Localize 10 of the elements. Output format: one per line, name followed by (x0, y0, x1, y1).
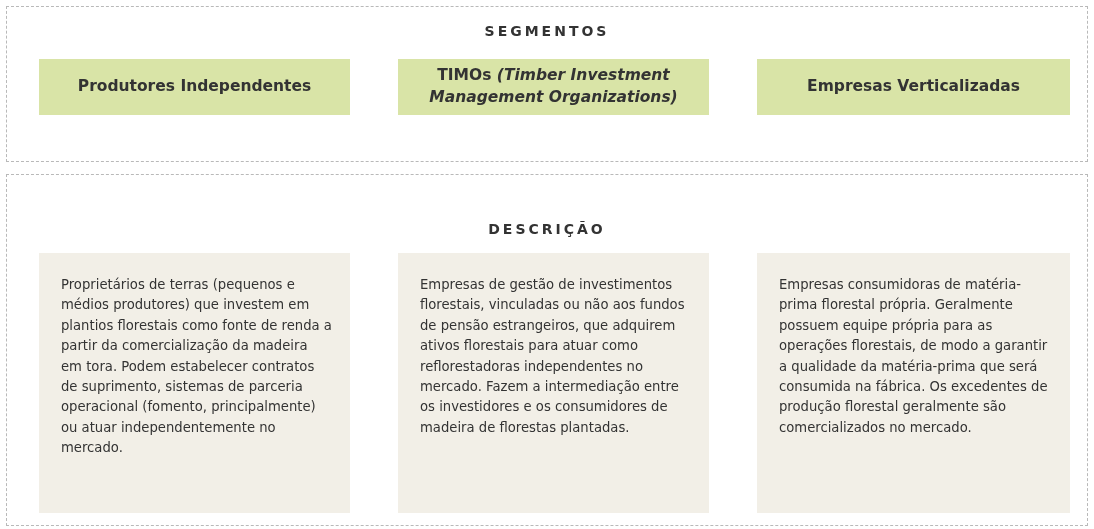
segment-box: Produtores Independentes (39, 59, 350, 115)
dashed-panel (6, 6, 1088, 162)
description-box: Empresas consumidoras de matéria-prima florestal própria. Geralmente possuem equipe própria para as operações florestais, de modo a garantir a qualidade da matéria-prima que será consumida na fábrica. Os excedentes de produção florestal geralmente são comercializados no mercado. (757, 253, 1070, 513)
description-box: Empresas de gestão de investimentos florestais, vinculadas ou não aos fundos de pensão estrangeiros, que adquirem ativos florestais para atuar como reflorestadoras independentes no mercado. Fazem a intermediação entre os investidores e os consumidores de madeira de florestas plantadas. (398, 253, 709, 513)
section-heading: SEGMENTOS (483, 23, 611, 39)
section-heading: DESCRIÇÃO (487, 221, 607, 237)
description-box: Proprietários de terras (pequenos e médios produtores) que investem em plantios florestais como fonte de renda a partir da comercialização da madeira em tora. Podem estabelecer contratos de suprimento, sistemas de parceria operacional (fomento, principalmente) ou atuar independentemente no mercado. (39, 253, 350, 513)
segment-box: TIMOs (Timber Investment Management Organizations) (398, 59, 709, 115)
segment-box: Empresas Verticalizadas (757, 59, 1070, 115)
dashed-panel (6, 174, 1088, 526)
